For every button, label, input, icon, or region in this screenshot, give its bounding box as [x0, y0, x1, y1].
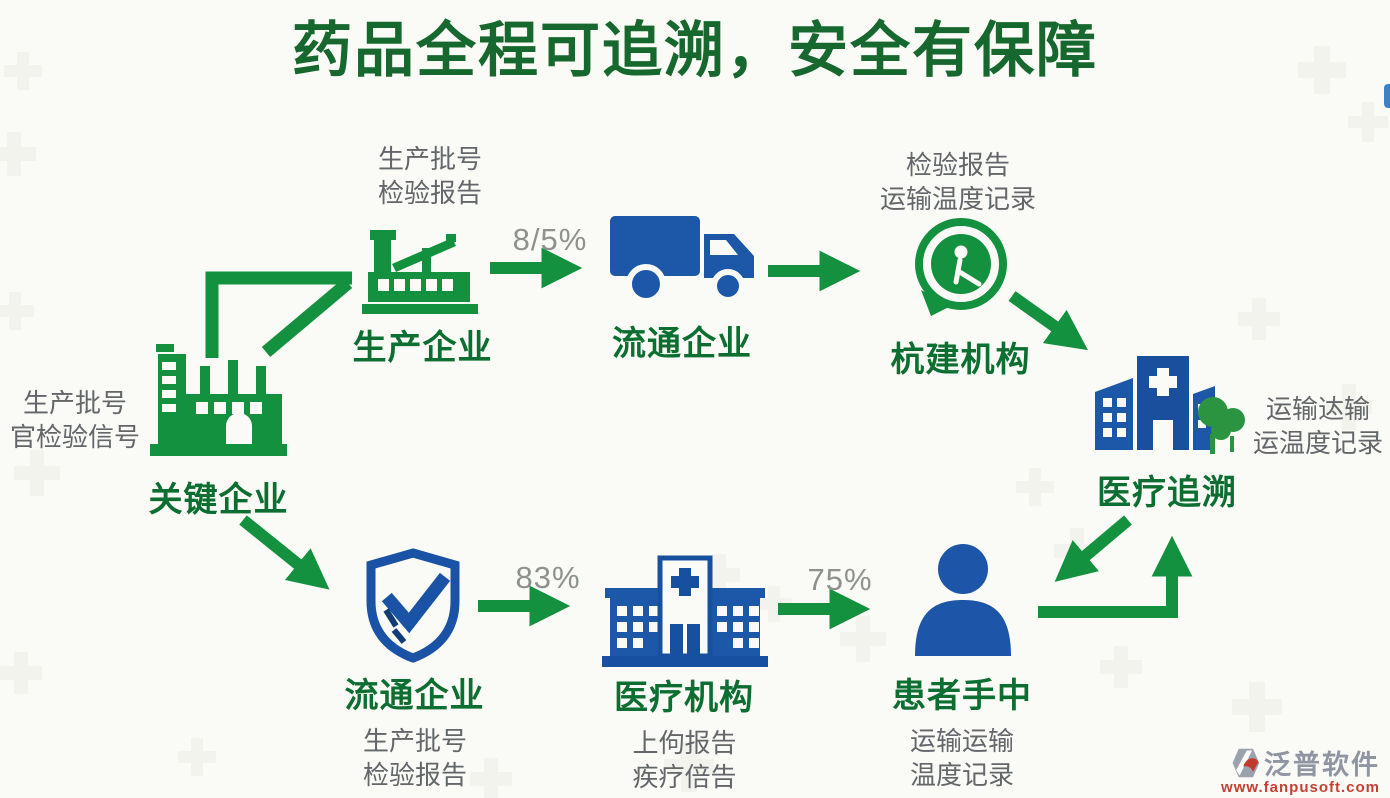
patient-label: 患者手中 — [892, 677, 1032, 715]
percent-label-75: 75% — [807, 562, 873, 597]
distributor-top-label: 流通企业 — [612, 325, 752, 363]
bg-plus-icon — [840, 616, 886, 662]
medical-trace-label: 医疗追溯 — [1097, 474, 1237, 512]
bg-plus-icon — [0, 292, 34, 330]
shield-check-icon — [366, 548, 460, 663]
distributor-bottom-label: 流通企业 — [344, 677, 485, 715]
patient-note-line1: 运输运输 — [909, 726, 1014, 756]
page-title: 药品全程可追溯，安全有保障 — [292, 17, 1098, 84]
hospital-buildings-icon — [1095, 356, 1245, 454]
bg-plus-icon — [178, 738, 216, 776]
inspector-note: 检验报告 运输温度记录 — [838, 148, 1078, 217]
key-enterprise-label: 关键企业 — [148, 481, 289, 519]
bg-plus-icon — [756, 586, 792, 622]
distributor-bottom-note: 生产批号 检验报告 — [340, 724, 490, 793]
inspector-label: 杭建机构 — [890, 341, 1031, 379]
hospital-note-line1: 上佝报告 — [632, 728, 737, 758]
producer-note-line2: 检验报告 — [377, 178, 482, 209]
patient-note: 运输运输 温度记录 — [892, 724, 1032, 793]
edge-marker — [1384, 84, 1390, 108]
bg-plus-icon — [470, 758, 512, 798]
hospital-icon — [602, 555, 768, 667]
bg-plus-icon — [1232, 682, 1282, 732]
brand-name: 泛普软件 — [1264, 750, 1380, 780]
bg-plus-icon — [1016, 468, 1054, 506]
bg-plus-icon — [1326, 384, 1372, 430]
hospital-label: 医疗机构 — [614, 679, 754, 717]
patient-note-line2: 温度记录 — [909, 760, 1014, 791]
producer-label: 生产企业 — [352, 329, 493, 367]
distributor-bottom-note-line1: 生产批号 — [362, 726, 467, 756]
bg-plus-icon — [14, 450, 60, 496]
person-icon — [915, 544, 1011, 656]
truck-icon — [610, 216, 754, 304]
distributor-bottom-note-line2: 检验报告 — [362, 760, 467, 791]
bg-plus-icon — [1348, 102, 1388, 142]
percent-label-top: 8/5% — [512, 222, 588, 257]
brand-website: www.fanpusoft.com — [1221, 779, 1380, 796]
bg-plus-icon — [0, 652, 42, 694]
bg-plus-icon — [1298, 46, 1346, 94]
medical-trace-side-line2: 运温度记录 — [1252, 428, 1383, 459]
fanpu-logo-icon — [1232, 748, 1260, 777]
footer-logo: 泛普软件 www.fanpusoft.com — [1221, 743, 1380, 796]
bg-plus-icon — [0, 132, 36, 176]
medical-trace-side-line1: 运输迏输 — [1265, 394, 1370, 424]
key-enterprise-note-line2: 官检验信号 — [9, 422, 140, 453]
percent-label-83: 83% — [515, 560, 581, 595]
producer-note-line1: 生产批号 — [377, 144, 482, 174]
inspector-note-line2: 运输温度记录 — [879, 184, 1036, 215]
hospital-note: 上佝报告 疾疗倍告 — [612, 726, 757, 795]
key-enterprise-note: 生产批号 官检验信号 — [0, 386, 150, 455]
producer-note: 生产批号 检验报告 — [350, 142, 510, 211]
bg-plus-icon — [1054, 528, 1100, 574]
key-enterprise-note-line1: 生产批号 — [22, 388, 127, 418]
medical-trace-side-note: 运输迏输 运温度记录 — [1246, 392, 1390, 461]
bg-plus-icon — [1238, 298, 1280, 340]
inspector-note-line1: 检验报告 — [905, 150, 1010, 180]
hospital-note-line2: 疾疗倍告 — [632, 762, 737, 793]
factory-icon — [150, 344, 287, 456]
inspection-bubble-icon — [915, 218, 1007, 316]
factory-icon — [362, 230, 478, 314]
bg-plus-icon — [664, 742, 714, 792]
bg-plus-icon — [1100, 646, 1142, 688]
bg-plus-icon — [4, 52, 42, 90]
